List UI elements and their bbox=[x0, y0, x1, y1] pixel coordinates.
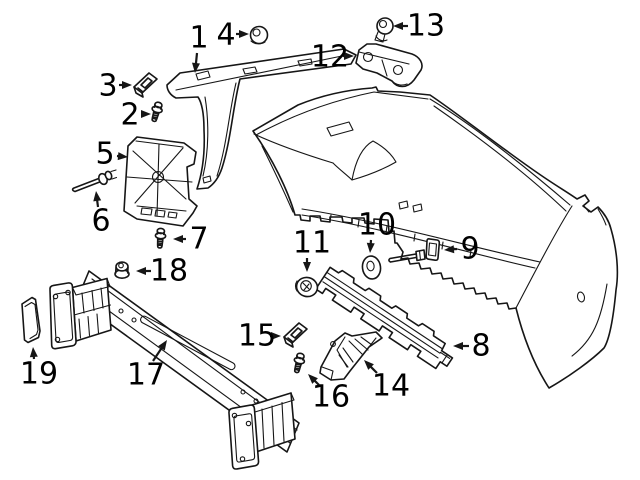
callout-arrowhead bbox=[122, 81, 132, 89]
callout-arrowhead bbox=[271, 332, 281, 340]
callout-16: 16 bbox=[308, 374, 350, 415]
callout-arrowhead bbox=[192, 62, 200, 73]
callout-number: 17 bbox=[127, 358, 165, 393]
callout-arrowhead bbox=[344, 52, 354, 60]
callout-8: 8 bbox=[453, 329, 491, 364]
callout-1: 1 bbox=[189, 21, 209, 73]
part-12-upper-bracket bbox=[355, 43, 423, 88]
callout-number: 4 bbox=[216, 18, 235, 53]
part-4-grommet bbox=[249, 25, 269, 45]
part-9-bolt bbox=[388, 238, 441, 263]
callout-arrowhead bbox=[117, 152, 128, 161]
callout-5: 5 bbox=[95, 137, 128, 172]
callout-2: 2 bbox=[120, 98, 151, 133]
part-15-clip-nut bbox=[283, 322, 308, 348]
callout-11: 11 bbox=[293, 226, 331, 272]
part-19-pad bbox=[21, 296, 41, 344]
callout-number: 7 bbox=[189, 222, 208, 257]
callout-arrowhead bbox=[93, 191, 102, 202]
callout-arrowhead bbox=[158, 340, 167, 351]
callout-14: 14 bbox=[364, 360, 410, 404]
callout-number: 14 bbox=[372, 369, 410, 404]
callout-arrowhead bbox=[141, 110, 151, 118]
callout-3: 3 bbox=[98, 69, 132, 104]
callout-arrowhead bbox=[173, 235, 183, 243]
callout-arrowhead bbox=[453, 342, 463, 350]
callout-number: 18 bbox=[150, 254, 188, 289]
callout-number: 6 bbox=[91, 204, 110, 239]
callout-13: 13 bbox=[393, 9, 445, 44]
part-7-screw bbox=[153, 227, 167, 250]
callout-number: 3 bbox=[98, 69, 117, 104]
callout-arrowhead bbox=[366, 242, 375, 253]
part-1-side-bracket bbox=[166, 48, 357, 190]
callout-12: 12 bbox=[311, 40, 354, 75]
callout-18: 18 bbox=[136, 254, 188, 289]
callout-7: 7 bbox=[173, 222, 209, 257]
callout-number: 8 bbox=[471, 329, 490, 364]
callout-arrow-line bbox=[152, 345, 165, 362]
callout-number: 9 bbox=[460, 232, 479, 267]
callout-10: 10 bbox=[358, 208, 396, 253]
callout-number: 16 bbox=[312, 380, 350, 415]
callout-arrowhead bbox=[303, 262, 311, 272]
callout-arrowhead bbox=[239, 30, 249, 38]
callout-arrowhead bbox=[136, 267, 146, 275]
callout-arrowhead bbox=[29, 347, 38, 358]
callout-15: 15 bbox=[238, 319, 281, 354]
part-6-rivet bbox=[71, 169, 118, 193]
callout-9: 9 bbox=[444, 232, 480, 267]
part-5-side-support-bracket bbox=[123, 136, 198, 227]
callout-number: 19 bbox=[20, 357, 58, 392]
callout-number: 5 bbox=[95, 137, 114, 172]
part-18-nut bbox=[114, 261, 130, 279]
part-10-washer bbox=[361, 255, 382, 280]
callout-number: 2 bbox=[120, 98, 139, 133]
callout-arrowhead bbox=[308, 374, 318, 384]
part-8-center-support-bracket bbox=[314, 266, 454, 370]
callout-19: 19 bbox=[20, 347, 58, 392]
part-16-screw bbox=[290, 351, 307, 375]
callout-arrowhead bbox=[444, 245, 455, 254]
callout-number: 1 bbox=[189, 21, 208, 56]
callout-arrowhead bbox=[393, 22, 403, 30]
part-14-corner-bracket bbox=[319, 331, 383, 381]
part-11-push-nut bbox=[294, 276, 319, 298]
callout-4: 4 bbox=[216, 18, 249, 53]
part-bumper-cover bbox=[252, 86, 619, 389]
callout-number: 10 bbox=[358, 208, 396, 243]
callout-17: 17 bbox=[127, 340, 167, 393]
callout-arrowhead bbox=[364, 360, 374, 370]
callout-number: 15 bbox=[238, 319, 276, 354]
part-13-nut bbox=[374, 17, 394, 43]
part-2-screw bbox=[148, 100, 165, 124]
callout-number: 12 bbox=[311, 40, 349, 75]
part-3-clip-nut bbox=[133, 72, 158, 98]
callout-number: 11 bbox=[293, 226, 331, 261]
callout-6: 6 bbox=[91, 191, 111, 239]
part-17-impact-bar bbox=[49, 270, 300, 470]
callout-number: 13 bbox=[407, 9, 445, 44]
